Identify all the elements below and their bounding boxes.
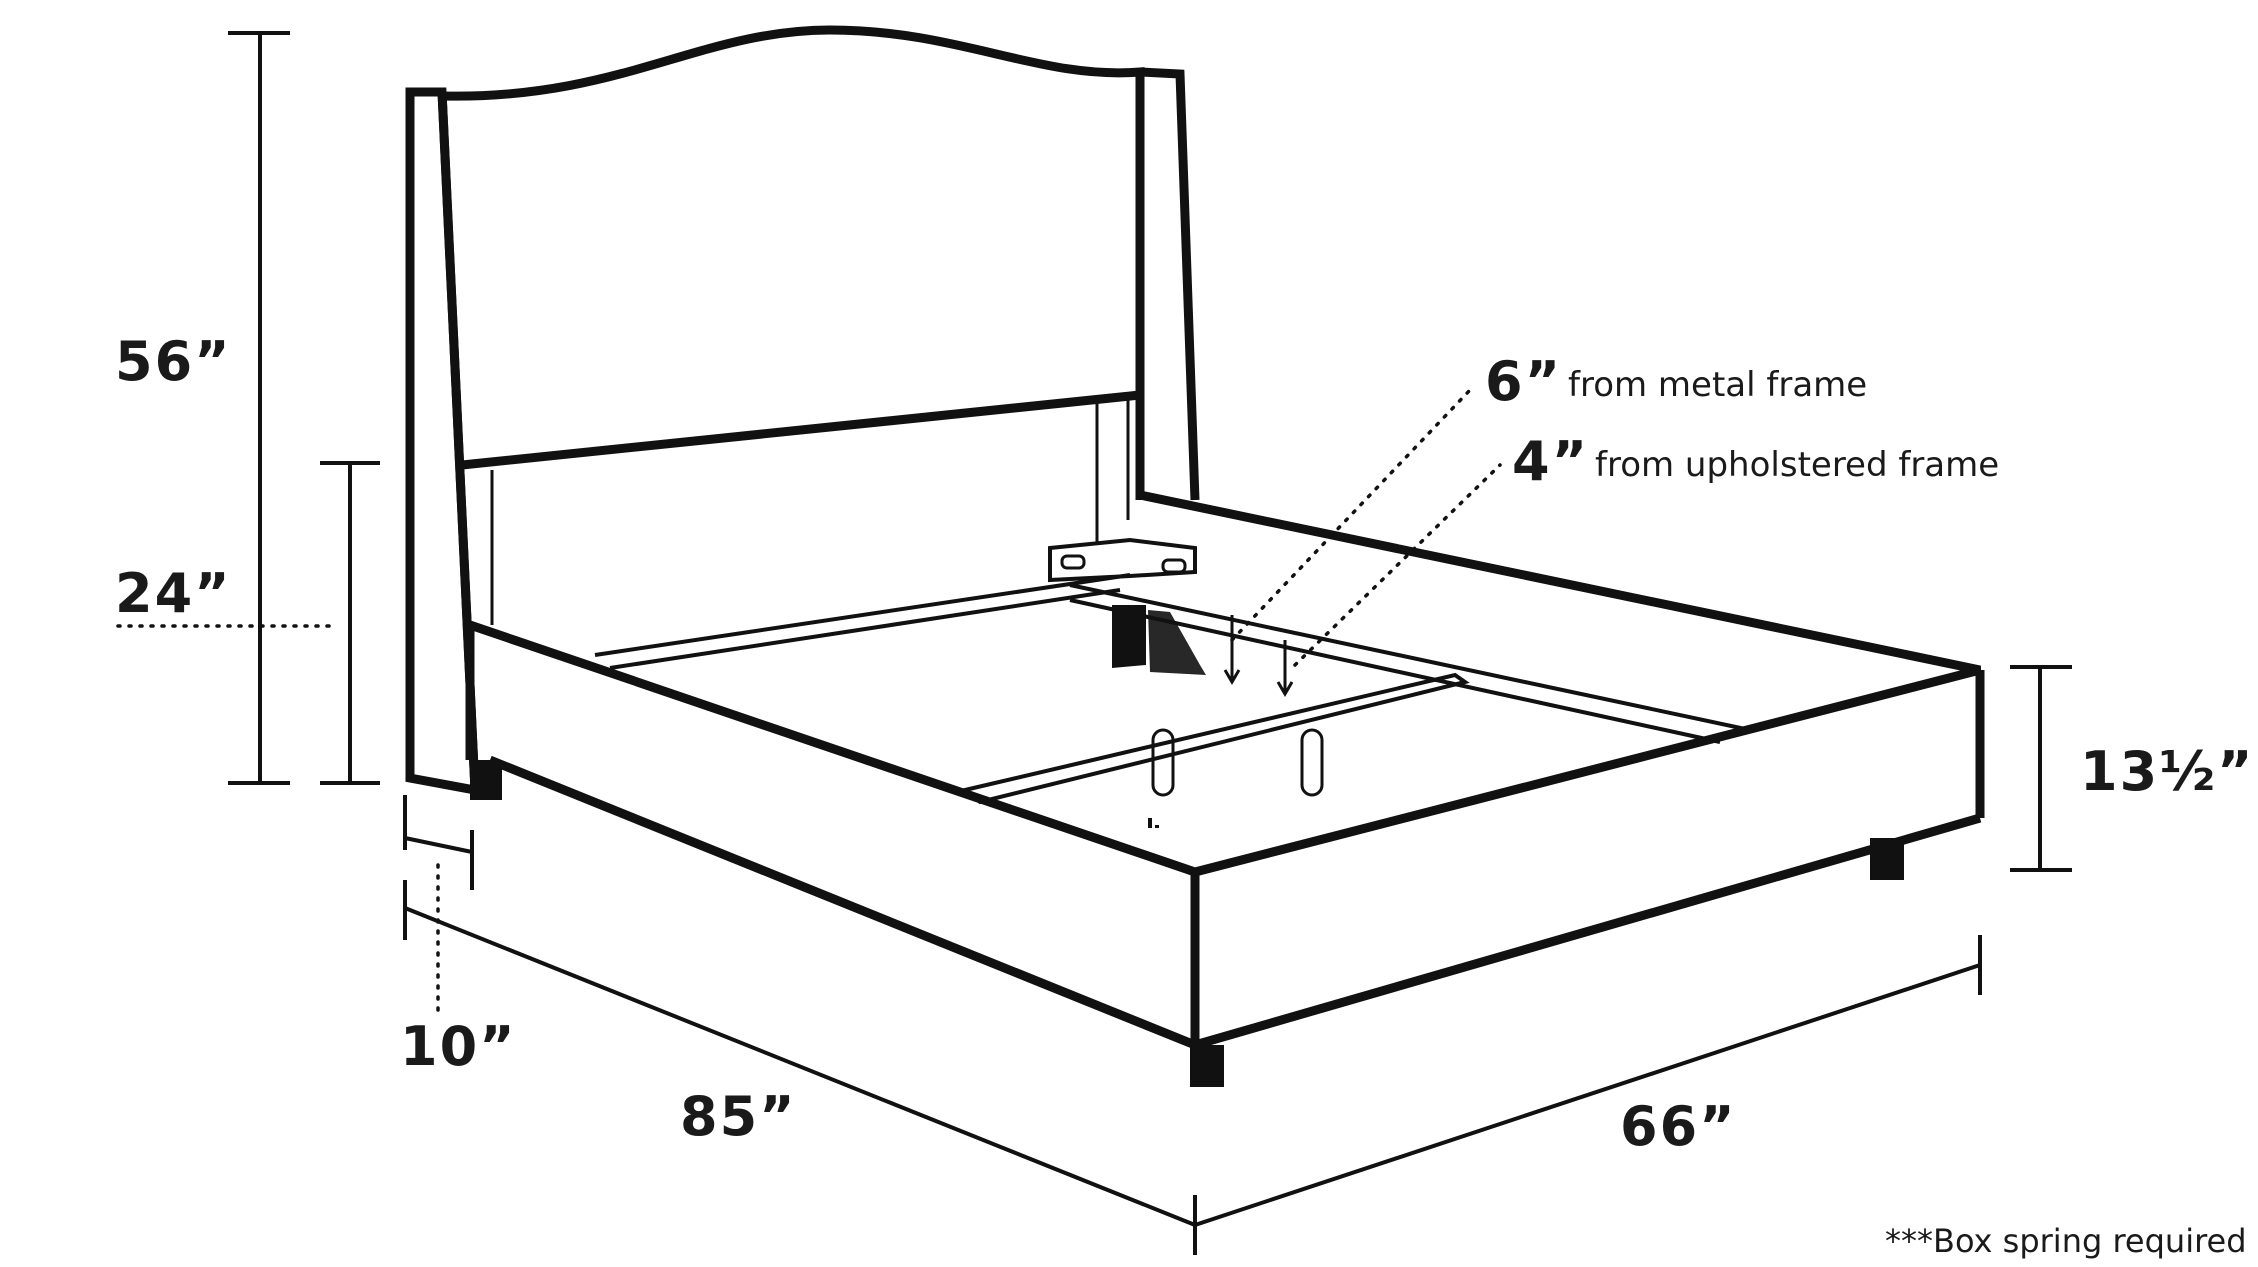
headboard-seam: [461, 390, 1141, 470]
slat-leg-a: [1151, 728, 1175, 797]
footnote: ***Box spring required: [1885, 1222, 2247, 1260]
label-length: 85”: [680, 1085, 797, 1148]
bracket-leg-left: [1112, 605, 1146, 668]
dimension-labels: 56” 24” 13½” 10” 85” 66” 6” from metal f…: [115, 330, 2255, 1260]
headboard: [405, 25, 1200, 796]
label-total-height: 56”: [115, 330, 232, 393]
upholstered-frame: [465, 490, 1985, 1087]
label-metal-frame-value: 6”: [1485, 350, 1562, 413]
dim-width-line: [1194, 935, 1982, 1227]
label-side-rail-height: 13½”: [2080, 740, 2255, 803]
dim-length-line: [403, 880, 1197, 1255]
mounting-bracket: [1048, 537, 1197, 583]
label-wing-depth: 10”: [400, 1015, 517, 1078]
bracket-slot-2: [1161, 558, 1187, 574]
arrow-4in: [1276, 640, 1294, 697]
frame-bottom-left: [488, 755, 1197, 1050]
dim-side-rail-line: [2010, 665, 2072, 872]
slat-leg-1: [1148, 818, 1159, 828]
right-wing: [1139, 67, 1200, 501]
label-upholstered-frame-value: 4”: [1512, 430, 1589, 493]
frame-bottom-right: [1193, 813, 1982, 1050]
back-rail-lower: [609, 588, 1121, 670]
leg-head-left: [470, 760, 502, 800]
label-upholstered-frame-text: from upholstered frame: [1595, 445, 1999, 485]
label-width: 66”: [1620, 1095, 1737, 1158]
dim-total-height-line: [228, 31, 290, 785]
headboard-panel: [441, 25, 1145, 395]
arrow-6in: [1223, 615, 1241, 685]
bracket-leg-right: [1148, 610, 1206, 675]
dim-wing-depth-line: [403, 795, 474, 890]
frame-top-outline: [468, 490, 1982, 877]
metal-side-rail: [1069, 583, 1751, 732]
dimension-lines: [116, 31, 2072, 1255]
center-slat: [960, 672, 1470, 805]
leg-front: [1190, 1045, 1224, 1087]
clearance-upholstered-leader: [1293, 463, 1502, 667]
slat-leg-b: [1300, 728, 1324, 797]
back-rail: [594, 573, 1131, 657]
label-headboard-lower: 24”: [115, 562, 232, 625]
metal-side-rail-lower: [1069, 598, 1721, 744]
dim-headboard-lower-line: [320, 461, 380, 785]
bracket-slot-1: [1060, 554, 1086, 570]
clearance-metal-leader: [1230, 388, 1472, 642]
leg-right: [1870, 838, 1904, 880]
label-metal-frame-text: from metal frame: [1568, 365, 1867, 405]
